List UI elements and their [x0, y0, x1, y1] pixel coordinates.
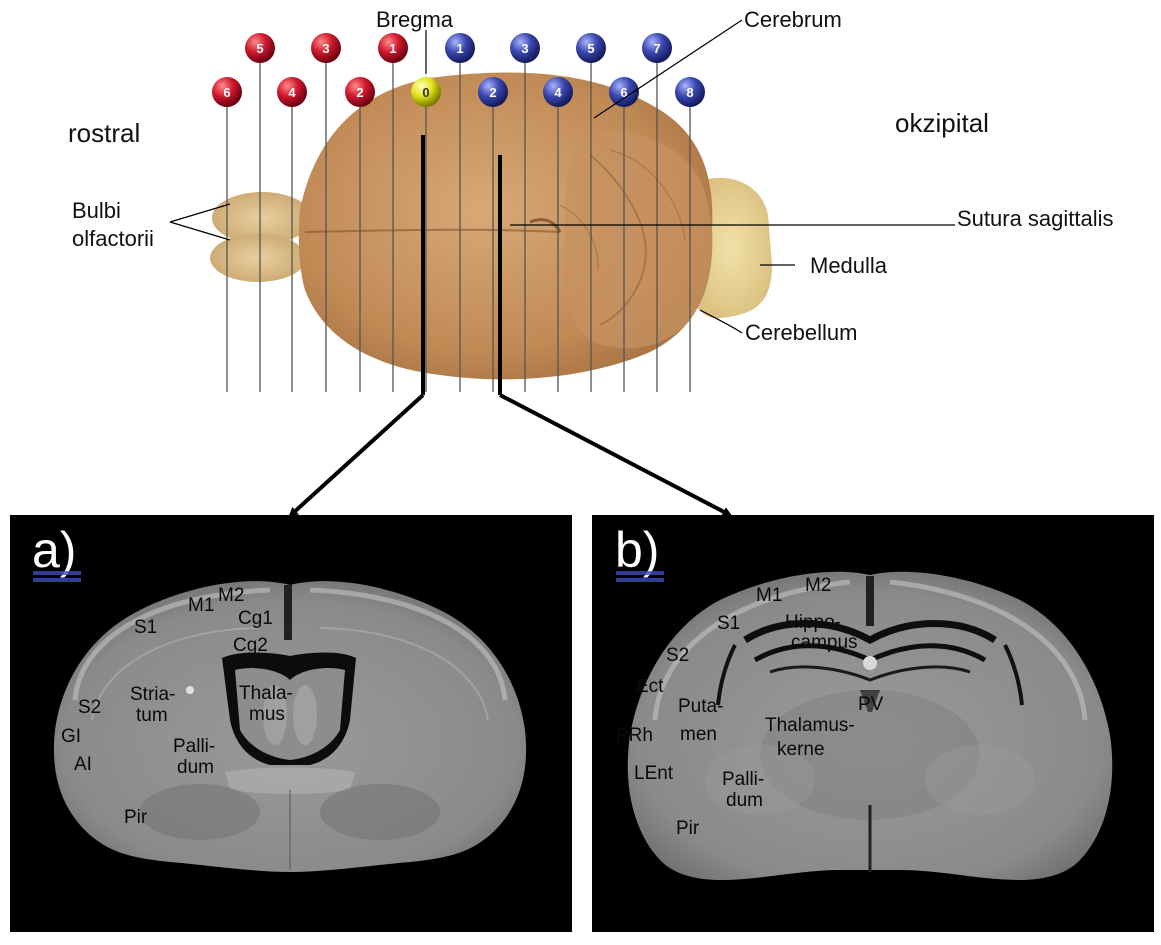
bead-blue-3: 3 — [510, 33, 540, 63]
medulla-label: Medulla — [810, 253, 888, 278]
panel-a-label-cg1: Cg1 — [238, 608, 273, 629]
panel-b-label-s1: S1 — [717, 613, 740, 634]
svg-text:6: 6 — [223, 85, 230, 100]
panel-a: a) M2 M1 Cg1 S1 Cg2 Stria- tum Thala- mu… — [10, 515, 572, 932]
panel-b-label-thalamuskerne-2: kerne — [777, 739, 825, 760]
bead-blue-5: 5 — [576, 33, 606, 63]
sutura-sagittalis-label: Sutura sagittalis — [957, 206, 1114, 231]
svg-text:8: 8 — [686, 85, 693, 100]
panel-a-label-ai: AI — [74, 754, 92, 775]
arrow-to-panel-b — [500, 395, 728, 514]
bead-yellow-0: 0 — [411, 77, 441, 107]
panel-b-label-m1: M1 — [756, 585, 782, 606]
panel-b-label-pv: PV — [858, 694, 884, 715]
panel-a-letter: a) — [32, 522, 76, 578]
panel-a-label-gi: GI — [61, 726, 81, 747]
panel-a-info-bar-2 — [33, 578, 81, 582]
bead-red-3: 3 — [311, 33, 341, 63]
arrow-to-panel-a — [292, 395, 423, 514]
panel-b-label-thalamuskerne-1: Thalamus- — [765, 715, 855, 736]
okzipital-label: okzipital — [895, 108, 989, 138]
bead-red-1: 1 — [378, 33, 408, 63]
svg-text:7: 7 — [653, 41, 660, 56]
svg-text:5: 5 — [587, 41, 594, 56]
rostral-label: rostral — [68, 118, 140, 148]
svg-text:2: 2 — [356, 85, 363, 100]
bead-blue-8: 8 — [675, 77, 705, 107]
svg-text:5: 5 — [256, 41, 263, 56]
svg-text:4: 4 — [288, 85, 296, 100]
svg-text:0: 0 — [422, 85, 429, 100]
panel-a-label-striatum-1: Stria- — [130, 684, 175, 705]
panel-b-label-hippocampus-2: campus — [791, 632, 858, 653]
panel-b-label-putamen-2: men — [680, 724, 717, 745]
bead-red-4: 4 — [277, 77, 307, 107]
svg-text:1: 1 — [389, 41, 396, 56]
bead-blue-7: 7 — [642, 33, 672, 63]
bulbi-label-line2: olfactorii — [72, 226, 154, 251]
brain-dorsal-view — [210, 72, 772, 379]
bead-blue-6: 6 — [609, 77, 639, 107]
bregma-label: Bregma — [376, 7, 454, 32]
bead-red-6: 6 — [212, 77, 242, 107]
svg-text:3: 3 — [322, 41, 329, 56]
panel-a-label-pallidum-1: Palli- — [173, 736, 215, 757]
svg-text:4: 4 — [554, 85, 562, 100]
bead-red-2: 2 — [345, 77, 375, 107]
bead-blue-1: 1 — [445, 33, 475, 63]
panel-b-label-m2: M2 — [805, 575, 831, 596]
panel-b-label-hippocampus-1: Hippo- — [785, 612, 841, 633]
panel-a-label-m1: M1 — [188, 595, 214, 616]
bead-red-5: 5 — [245, 33, 275, 63]
panel-b: b) M2 M1 S1 Hippo- campus S2 Ect Puta- m… — [592, 515, 1154, 932]
svg-text:3: 3 — [521, 41, 528, 56]
panel-a-label-thalamus-1: Thala- — [239, 683, 293, 704]
cerebrum-label: Cerebrum — [744, 7, 842, 32]
panel-b-label-ect: Ect — [636, 676, 664, 697]
panel-b-label-putamen-1: Puta- — [678, 696, 723, 717]
panel-a-label-pallidum-2: dum — [177, 757, 214, 778]
panel-b-label-pallidum-1: Palli- — [722, 769, 764, 790]
panel-a-label-cg2: Cg2 — [233, 635, 268, 656]
panel-a-label-s1: S1 — [134, 617, 157, 638]
panel-a-info-bar-1 — [33, 571, 81, 575]
svg-text:1: 1 — [456, 41, 463, 56]
svg-text:2: 2 — [489, 85, 496, 100]
panel-b-label-pir: Pir — [676, 818, 700, 839]
panel-a-label-striatum-2: tum — [136, 705, 168, 726]
panel-a-label-s2: S2 — [78, 697, 101, 718]
panel-b-letter: b) — [615, 522, 659, 578]
bead-blue-2: 2 — [478, 77, 508, 107]
panel-a-label-thalamus-2: mus — [249, 704, 285, 725]
cerebellum-label: Cerebellum — [745, 320, 858, 345]
bulbi-label-line1: Bulbi — [72, 198, 121, 223]
panel-b-label-s2: S2 — [666, 645, 689, 666]
panel-a-label-m2: M2 — [218, 585, 244, 606]
panel-b-label-lent: LEnt — [634, 763, 674, 784]
panel-b-label-prh: PRh — [616, 725, 653, 746]
panel-b-info-bar-2 — [616, 578, 664, 582]
panel-a-label-pir: Pir — [124, 807, 148, 828]
panel-b-label-pallidum-2: dum — [726, 790, 763, 811]
bead-blue-4: 4 — [543, 77, 573, 107]
panel-b-info-bar-1 — [616, 571, 664, 575]
